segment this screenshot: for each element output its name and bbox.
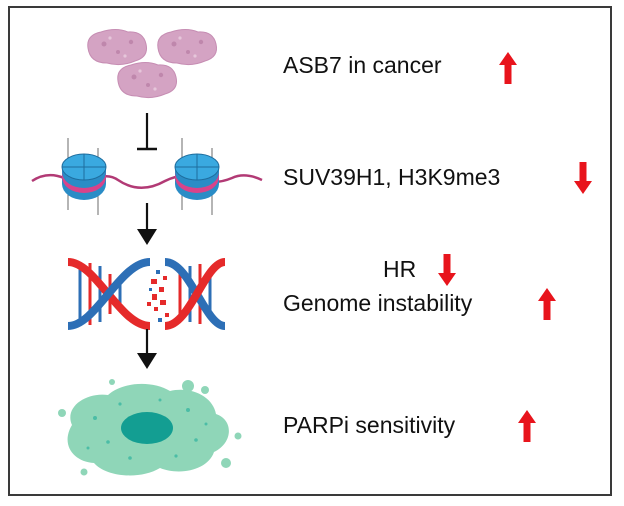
label-hr: HR [383, 256, 417, 282]
cancer-cell [157, 29, 217, 66]
dying-cell-icon [58, 379, 242, 476]
arrow-connector [137, 203, 157, 245]
up-arrow-icon [538, 288, 556, 320]
label-parpi-sensitivity: PARPi sensitivity [283, 412, 456, 438]
trend-arrows [438, 52, 592, 442]
figure-frame [8, 6, 612, 496]
inhibition-connector [137, 113, 157, 151]
label-suv39h1: SUV39H1, H3K9me3 [283, 164, 501, 190]
label-genome-instability: Genome instability [283, 290, 473, 316]
nucleosome-chromatin-icon [31, 138, 263, 215]
up-arrow-icon [499, 52, 517, 84]
cancer-cell [117, 62, 177, 99]
label-asb7: ASB7 in cancer [283, 52, 442, 78]
dna-break-fragments [147, 276, 169, 317]
up-arrow-icon [518, 410, 536, 442]
broken-dna-icon [67, 258, 227, 330]
cancer-cell [87, 29, 147, 66]
down-arrow-icon [574, 162, 592, 194]
down-arrow-icon [438, 254, 456, 286]
cancer-cells-icon [87, 29, 217, 99]
dna-break-fragments-blue [149, 270, 162, 322]
arrow-connector [137, 329, 157, 369]
nucleosome [61, 153, 107, 200]
nucleosome [174, 153, 220, 200]
